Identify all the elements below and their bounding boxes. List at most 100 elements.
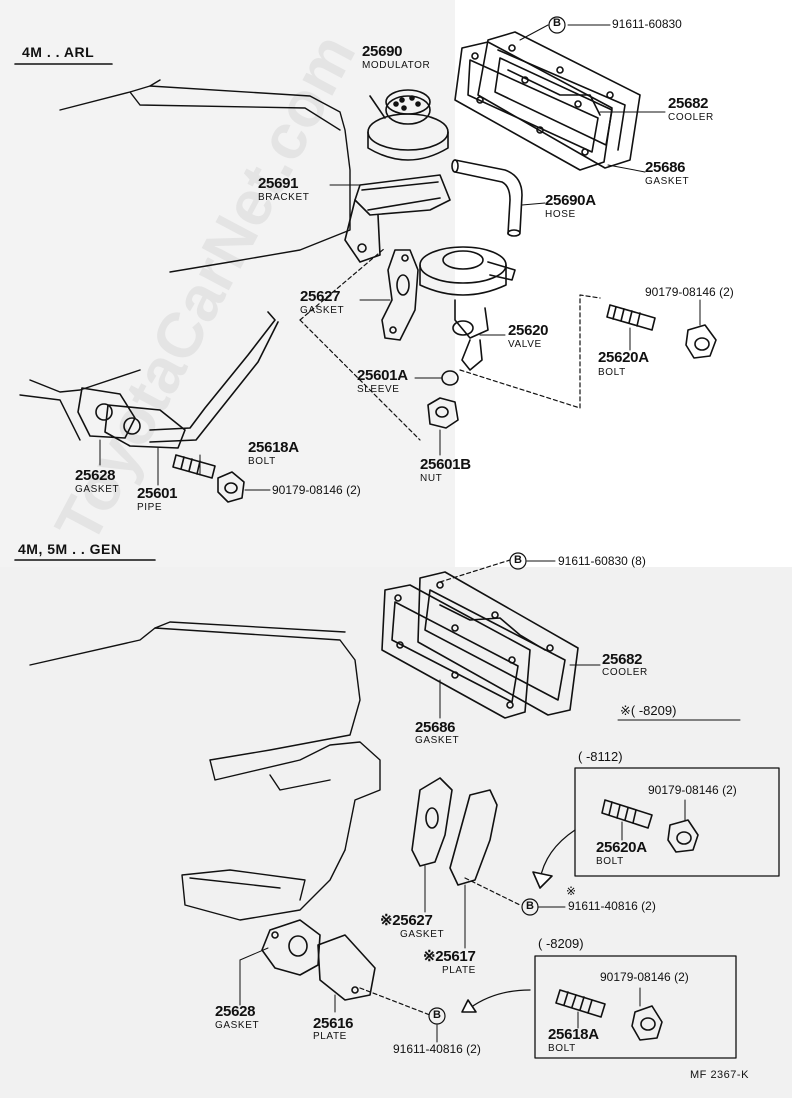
- bottom-gasket3-name: GASKET: [215, 1020, 260, 1031]
- bolt-25620a-bottom-part: [601, 799, 653, 829]
- sleeve-part: [441, 370, 459, 386]
- top-modulator-name: MODULATOR: [362, 60, 431, 71]
- pipe-part: [104, 311, 279, 449]
- top-gasket2-number: 25628: [75, 467, 116, 484]
- nut-25601b-part: [427, 397, 459, 429]
- b-letter-bottom2: B: [526, 900, 534, 912]
- top-nut-part-number: 90179-08146 (2): [645, 285, 734, 299]
- nut-90179-bottom-part: [667, 819, 699, 853]
- plate-25616-part: [317, 934, 376, 1001]
- bottom-gasket2-name: GASKET: [400, 929, 445, 940]
- top-modulator-number: 25690: [362, 43, 403, 60]
- top-valve-name: VALVE: [508, 339, 542, 350]
- bracket-part: [344, 174, 451, 263]
- bottom-dashed-lines: [359, 559, 521, 1016]
- top-valve-number: 25620: [508, 322, 549, 339]
- bottom-gasket2-number: ※25627: [380, 912, 433, 929]
- top-bracket-number: 25691: [258, 175, 299, 192]
- top-gasket-name: GASKET: [300, 305, 345, 316]
- bottom-gasket-number: 25686: [415, 719, 456, 736]
- bolt-25618a-top-part: [172, 454, 216, 479]
- bottom-plate-number: ※25617: [423, 948, 476, 965]
- cooler-bottom-part: [417, 571, 579, 716]
- gasket-25627-part: [381, 249, 419, 341]
- b-marker-bottom1: [509, 552, 527, 570]
- bottom-b2-part-number: 91611-40816 (2): [568, 899, 656, 913]
- section-top-title: 4M . . ARL: [22, 44, 95, 60]
- top-cooler-name: COOLER: [668, 112, 714, 123]
- b-marker-top: [548, 16, 566, 34]
- bottom-b-part-number: 91611-60830 (8): [558, 554, 646, 568]
- top-bolt2-number: 25618A: [248, 439, 299, 456]
- top-dashed-lines: [299, 247, 601, 441]
- bottom-plate2-name: PLATE: [313, 1031, 347, 1042]
- bottom-b3-part-number: 91611-40816 (2): [393, 1042, 481, 1056]
- bottom-bolt2-name: BOLT: [548, 1043, 576, 1054]
- top-gasket-cooler-name: GASKET: [645, 176, 690, 187]
- b-marker-bottom3: [428, 1007, 446, 1025]
- bottom-leader-lines: [239, 560, 741, 1043]
- top-nut2-part-number: 90179-08146 (2): [272, 483, 361, 497]
- bottom-gasket3-number: 25628: [215, 1003, 256, 1020]
- modulator-part: [367, 89, 449, 161]
- bolt-25618a-bottom-part: [555, 989, 606, 1018]
- top-cooler-number: 25682: [668, 95, 709, 112]
- bottom-gasket-name: GASKET: [415, 735, 460, 746]
- section-bottom-title: 4M, 5M . . GEN: [18, 541, 122, 557]
- top-nut-number: 25601B: [420, 456, 471, 473]
- top-gasket-number: 25627: [300, 288, 341, 305]
- gasket-bottom-part: [381, 584, 531, 719]
- bolt-25620a-part: [606, 304, 656, 331]
- top-hose-number: 25690A: [545, 192, 596, 209]
- top-gasket-cooler-number: 25686: [645, 159, 686, 176]
- plate-25617-part: [449, 789, 498, 886]
- box-8112: [574, 767, 780, 877]
- gasket-25627-bottom-part: [411, 777, 453, 867]
- top-engine-outline: [19, 79, 351, 441]
- gasket-top-part: [454, 41, 613, 171]
- top-bolt-name: BOLT: [598, 367, 626, 378]
- bottom-cooler-number: 25682: [602, 651, 643, 668]
- b-marker-bottom2: [521, 898, 539, 916]
- gasket-25628-top-part: [77, 387, 136, 439]
- bottom-star-mark: ※: [566, 884, 577, 898]
- bottom-panel: [0, 567, 792, 1098]
- top-hose-name: HOSE: [545, 209, 576, 220]
- top-bolt-number: 25620A: [598, 349, 649, 366]
- nut-90179-top-part: [685, 324, 717, 359]
- nut-90179-top2-part: [217, 471, 245, 503]
- nut-90179-bottom2-part: [631, 1005, 663, 1041]
- top-gasket2-name: GASKET: [75, 484, 120, 495]
- bottom-plate2-number: 25616: [313, 1015, 354, 1032]
- top-sleeve-name: SLEEVE: [357, 384, 400, 395]
- bottom-cooler-name: COOLER: [602, 667, 648, 678]
- diagram-code: MF 2367-K: [690, 1069, 749, 1081]
- bottom-note-8209-b: ( -8209): [538, 936, 584, 951]
- valve-part: [419, 246, 516, 371]
- hose-part: [451, 159, 523, 237]
- b-letter-top: B: [553, 17, 561, 29]
- bottom-bolt-number: 25620A: [596, 839, 647, 856]
- arrows-bottom: [461, 829, 576, 1013]
- top-pipe-name: PIPE: [137, 502, 163, 513]
- top-leader-lines: [99, 24, 701, 491]
- top-bracket-name: BRACKET: [258, 192, 310, 203]
- b-letter-bottom1: B: [514, 554, 522, 566]
- box-8209: [534, 955, 737, 1059]
- bottom-engine-outline: [29, 621, 381, 921]
- top-pipe-number: 25601: [137, 485, 178, 502]
- top-b-part-number: 91611-60830: [612, 17, 682, 31]
- gasket-25628-bottom-part: [261, 919, 321, 976]
- bottom-bolt2-number: 25618A: [548, 1026, 599, 1043]
- bottom-nut-part-number: 90179-08146 (2): [648, 783, 737, 797]
- bottom-plate-name: PLATE: [442, 965, 476, 976]
- top-sleeve-number: 25601A: [357, 367, 408, 384]
- top-left-panel: [0, 0, 455, 567]
- bottom-note-8209-a: ※( -8209): [620, 703, 677, 718]
- top-bolt2-name: BOLT: [248, 456, 276, 467]
- bottom-bolt-name: BOLT: [596, 856, 624, 867]
- bottom-nut2-part-number: 90179-08146 (2): [600, 970, 689, 984]
- bottom-note-8112: ( -8112): [578, 749, 623, 764]
- b-letter-bottom3: B: [433, 1009, 441, 1021]
